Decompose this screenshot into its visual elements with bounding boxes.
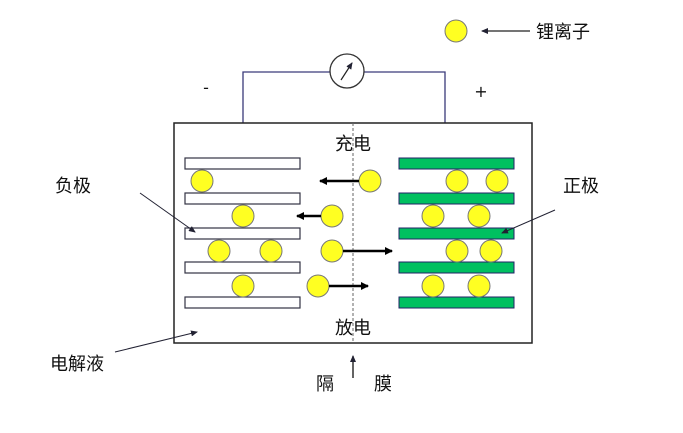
lithium-ion — [445, 239, 469, 263]
lithium-ion — [479, 239, 503, 263]
anode-layer — [184, 261, 301, 274]
lithium-ion — [467, 204, 491, 228]
electrolyte-label: 电解液 — [50, 354, 104, 375]
discharge-label: 放电 — [335, 318, 371, 339]
cathode-label: 正极 — [563, 176, 599, 197]
lithium-ion — [421, 204, 445, 228]
lithium-ion — [485, 169, 509, 193]
positive-terminal: + — [474, 82, 487, 101]
lithium-ion — [320, 204, 344, 228]
anode-pointer — [139, 192, 196, 233]
lithium-ion — [445, 169, 469, 193]
lithium-ion — [306, 274, 330, 298]
lithium-ion — [231, 274, 255, 298]
lithium-ion — [259, 239, 283, 263]
charge-label: 充电 — [335, 134, 371, 155]
cathode-layer — [398, 296, 515, 309]
cathode-layer — [398, 192, 515, 205]
cathode-layer — [398, 261, 515, 274]
anode-layer — [184, 296, 301, 309]
separator-label-left: 隔 — [316, 374, 334, 395]
negative-terminal: - — [203, 78, 209, 97]
anode-layer — [184, 192, 301, 205]
legend-label: 锂离子 — [536, 22, 590, 43]
cathode-layer — [398, 157, 515, 170]
legend-ion-icon — [444, 19, 468, 43]
lithium-ion — [190, 169, 214, 193]
cathode-layer — [398, 227, 515, 240]
lithium-ion — [207, 239, 231, 263]
meter-icon — [329, 53, 365, 89]
lithium-ion — [231, 204, 255, 228]
anode-layer — [184, 227, 301, 240]
separator-label-right: 膜 — [374, 374, 392, 395]
anode-label: 负极 — [55, 176, 91, 197]
anode-layer — [184, 157, 301, 170]
electrolyte-pointer — [114, 330, 198, 353]
lithium-ion — [421, 274, 445, 298]
lithium-ion — [358, 169, 382, 193]
lithium-ion — [320, 239, 344, 263]
cathode-pointer — [501, 209, 556, 234]
lithium-ion — [467, 274, 491, 298]
